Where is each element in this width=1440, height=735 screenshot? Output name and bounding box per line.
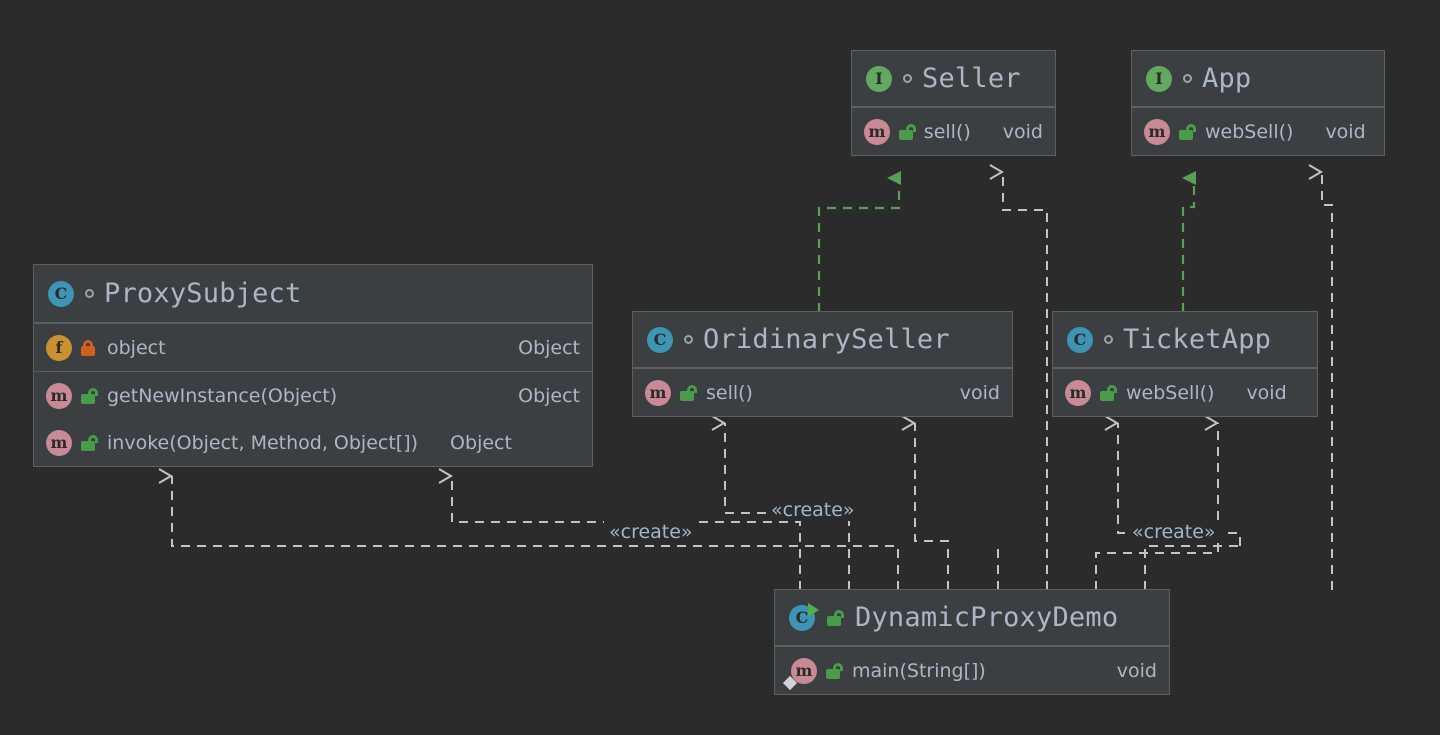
methods-section-seller: m sell() void [852,107,1055,155]
member-row[interactable]: f object Object [34,324,592,371]
relation-dependency-demo-proxysubject [158,468,899,590]
member-type: Object [450,431,512,454]
method-icon: m [1065,379,1091,406]
main-method-icon: m [791,657,817,684]
class-icon: C [647,326,673,353]
member-type: void [1116,659,1157,682]
method-icon: m [46,429,72,456]
member-name: getNewInstance(Object) [107,384,338,407]
member-name: webSell() [1126,381,1215,404]
modifier-dot-icon [85,289,94,298]
member-row[interactable]: m webSell() void [1053,369,1317,416]
methods-section-dynamicproxydemo: m main(String[]) void [775,646,1169,694]
member-row[interactable]: m invoke(Object, Method, Object[]) Objec… [34,419,592,466]
relation-dependency-demo-ticketapp-create [1104,415,1241,590]
class-box-proxysubject[interactable]: C ProxySubject f object Object m getNewI… [33,264,593,467]
method-icon: m [46,382,72,409]
public-unlocked-icon [81,434,98,451]
methods-section-app: m webSell() void [1132,107,1384,155]
methods-section-proxysubject: m getNewInstance(Object) Object m invoke… [34,371,592,466]
public-unlocked-icon [827,609,844,626]
private-locked-icon [81,339,95,356]
member-type: void [1325,120,1366,143]
member-type: Object [518,336,580,359]
member-type: void [959,381,1000,404]
public-unlocked-icon [1179,123,1196,140]
class-icon: C [48,280,74,307]
class-header-ticketapp: C TicketApp [1053,312,1317,368]
member-row[interactable]: m getNewInstance(Object) Object [34,372,592,419]
member-name: sell() [706,381,753,404]
interface-icon: I [866,65,892,92]
class-box-oridinaryseller[interactable]: C OridinarySeller m sell() void [632,311,1013,417]
public-unlocked-icon [826,662,843,679]
interface-icon: I [1146,65,1172,92]
fields-section-proxysubject: f object Object [34,323,592,371]
member-name: sell() [923,120,971,143]
public-unlocked-icon [81,387,98,404]
edge-label-create-left: «create» [604,521,698,543]
method-icon: m [645,379,671,406]
class-box-seller[interactable]: I Seller m sell() void [851,50,1056,156]
class-header-proxysubject: C ProxySubject [34,265,592,323]
relation-dependency-demo-app [1308,164,1333,590]
modifier-dot-icon [1104,335,1113,344]
member-row[interactable]: m sell() void [852,108,1055,155]
modifier-dot-icon [684,335,693,344]
relation-dependency-demo-ticketapp [1095,415,1219,590]
class-name-app: App [1202,63,1252,94]
class-header-seller: I Seller [852,51,1055,107]
class-box-app[interactable]: I App m webSell() void [1131,50,1385,156]
member-name: object [107,336,166,359]
field-icon: f [46,334,72,361]
class-box-dynamicproxydemo[interactable]: C DynamicProxyDemo m main(String[]) void [774,589,1170,695]
class-header-dynamicproxydemo: C DynamicProxyDemo [775,590,1169,646]
public-unlocked-icon [680,384,697,401]
method-icon: m [864,118,890,145]
class-header-app: I App [1132,51,1384,107]
methods-section-oridinaryseller: m sell() void [633,368,1012,416]
relation-realization-oridinaryseller-seller [817,171,901,312]
runnable-class-icon: C [789,602,819,631]
member-type: void [1246,381,1287,404]
member-type: Object [518,384,580,407]
member-name: invoke(Object, Method, Object[]) [107,431,419,454]
class-name-ticketapp: TicketApp [1123,324,1272,355]
public-unlocked-icon [1100,384,1117,401]
relation-dependency-demo-oridinaryseller [901,415,949,590]
edge-label-create-mid: «create» [766,499,860,521]
member-name: webSell() [1205,120,1294,143]
class-name-seller: Seller [922,63,1021,94]
relation-realization-ticketapp-app [1181,171,1196,312]
member-name: main(String[]) [852,659,986,682]
class-header-oridinaryseller: C OridinarySeller [633,312,1012,368]
class-name-dynamicproxydemo: DynamicProxyDemo [855,602,1119,633]
member-type: void [1002,120,1043,143]
public-unlocked-icon [899,123,916,140]
method-icon: m [1144,118,1170,145]
member-row[interactable]: m main(String[]) void [775,647,1169,694]
edge-label-create-right: «create» [1127,521,1221,543]
methods-section-ticketapp: m webSell() void [1053,368,1317,416]
modifier-dot-icon [903,74,912,83]
class-icon: C [1067,326,1093,353]
class-name-proxysubject: ProxySubject [104,278,302,309]
member-row[interactable]: m sell() void [633,369,1012,416]
modifier-dot-icon [1183,74,1192,83]
class-box-ticketapp[interactable]: C TicketApp m webSell() void [1052,311,1318,417]
member-row[interactable]: m webSell() void [1132,108,1384,155]
class-name-oridinaryseller: OridinarySeller [703,324,950,355]
